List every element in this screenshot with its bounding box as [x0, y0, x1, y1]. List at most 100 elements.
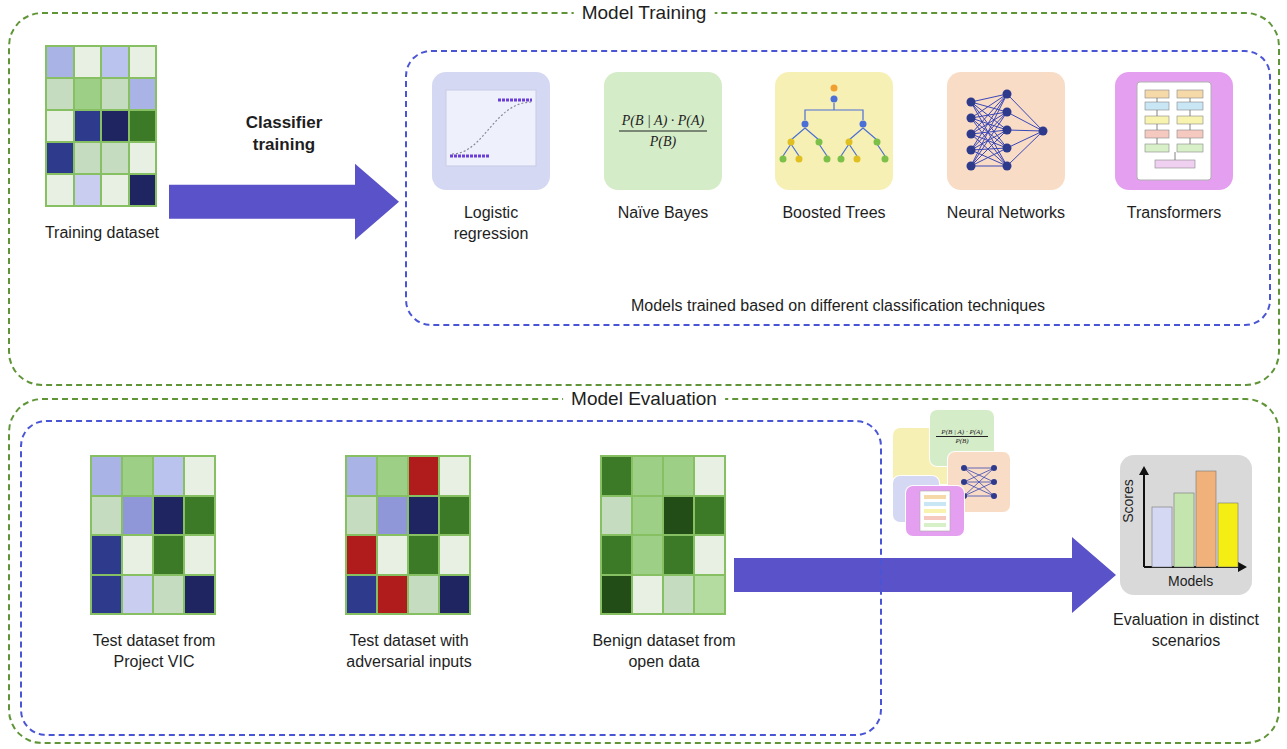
mini-formula: P(B | A) · P(A)	[936, 428, 988, 437]
tree-node	[831, 96, 838, 103]
grid-cell	[122, 535, 153, 575]
grid-cell	[101, 142, 129, 174]
architecture-block	[1177, 116, 1203, 124]
grid-cell	[408, 456, 439, 496]
grid-cell	[129, 46, 157, 78]
tree-branch	[841, 128, 885, 156]
model-label: Naïve Bayes	[598, 202, 728, 223]
nn-neuron	[967, 98, 976, 107]
dataset-label: Test dataset from Project VIC	[69, 630, 239, 672]
chart-axis	[1144, 469, 1244, 567]
nn-link	[971, 94, 1007, 150]
stage-region: Model EvaluationTest dataset from Projec…	[8, 398, 1280, 744]
model-card	[906, 486, 964, 536]
nn-neuron	[967, 146, 976, 155]
grid-cell	[439, 575, 470, 615]
nn-link	[971, 148, 1007, 166]
model-icon: P(B | A) · P(A)P(B)Naïve Bayes	[604, 72, 722, 190]
grid-cell	[122, 496, 153, 536]
nn-link	[1007, 94, 1043, 131]
grid-cell	[694, 575, 725, 615]
model-group-box: Models trained based on different classi…	[405, 50, 1271, 326]
architecture-block	[1177, 90, 1203, 98]
dataset-label: Test dataset with adversarial inputs	[324, 630, 494, 672]
model-icon: Logistic regression	[432, 72, 550, 190]
tree-branch	[783, 128, 827, 156]
grid-cell	[377, 496, 408, 536]
grid-cell	[184, 456, 215, 496]
score-chart: ScoresModelsEvaluation in distinct scena…	[1120, 455, 1252, 595]
mini-block	[924, 502, 946, 506]
formula: P(B | A) · P(A)P(B)	[604, 113, 722, 150]
mini-transformer-art	[906, 486, 964, 536]
grid-cell	[153, 456, 184, 496]
mini-nn-neuron	[961, 479, 967, 485]
grid-cell	[184, 575, 215, 615]
grid-cell	[346, 496, 377, 536]
nn-link	[971, 130, 1007, 166]
grid-cell	[694, 496, 725, 536]
grid-cell	[153, 575, 184, 615]
grid-cell	[601, 496, 632, 536]
score-bar	[1174, 493, 1194, 567]
mini-nn-link	[964, 482, 994, 496]
nn-neuron	[967, 162, 976, 171]
mini-nn-neuron	[961, 465, 967, 471]
grid-cell	[632, 575, 663, 615]
grid-cell	[408, 575, 439, 615]
grid-cell	[377, 535, 408, 575]
mini-nn-link	[964, 468, 994, 482]
grid-cell	[439, 496, 470, 536]
dataset-grid: Benign dataset from open data	[600, 455, 726, 615]
grid-cell	[91, 496, 122, 536]
tree-leaf	[838, 156, 845, 163]
architecture-flow	[1157, 98, 1190, 160]
grid-cell	[101, 78, 129, 110]
grid-cell	[663, 535, 694, 575]
grid-cell	[122, 456, 153, 496]
grid-cell	[346, 456, 377, 496]
tree-node	[802, 121, 809, 128]
architecture-block	[1177, 130, 1203, 138]
grid-cell	[184, 496, 215, 536]
nn-neuron	[1003, 90, 1012, 99]
axis-title: Scores	[1120, 479, 1136, 523]
tree-node	[846, 139, 853, 146]
mini-block	[924, 495, 946, 499]
grid-cell	[129, 142, 157, 174]
grid-cell	[46, 142, 74, 174]
grid-cell	[91, 456, 122, 496]
grid-cell	[377, 456, 408, 496]
grid-cell	[601, 575, 632, 615]
architecture-block	[1145, 130, 1169, 138]
architecture-block	[1145, 90, 1169, 98]
architecture-block	[1145, 144, 1169, 152]
mini-nn-link	[964, 482, 994, 496]
nn-neuron	[1003, 126, 1012, 135]
grid-cell	[601, 456, 632, 496]
nn-link	[1007, 112, 1043, 131]
architecture-block	[1155, 160, 1195, 168]
grid-cell	[101, 110, 129, 142]
nn-link	[971, 102, 1007, 112]
grid-cell	[74, 142, 102, 174]
model-label: Boosted Trees	[769, 202, 899, 223]
dataset-label: Training dataset	[22, 222, 182, 243]
block-arrow	[169, 164, 399, 240]
mini-sheet	[920, 491, 950, 531]
grid-cell	[101, 174, 129, 206]
grid-cell	[694, 456, 725, 496]
model-icon: Transformers	[1115, 72, 1233, 190]
tree-leaf	[824, 156, 831, 163]
model-icon-art	[947, 72, 1065, 190]
nn-link	[971, 94, 1007, 166]
plot-area	[446, 90, 536, 166]
grid-cell	[129, 110, 157, 142]
nn-link	[1007, 131, 1043, 148]
score-bar	[1196, 471, 1216, 567]
grid-cell	[46, 46, 74, 78]
grid-cell	[377, 575, 408, 615]
mini-nn-link	[964, 468, 994, 469]
grid-cell	[91, 575, 122, 615]
